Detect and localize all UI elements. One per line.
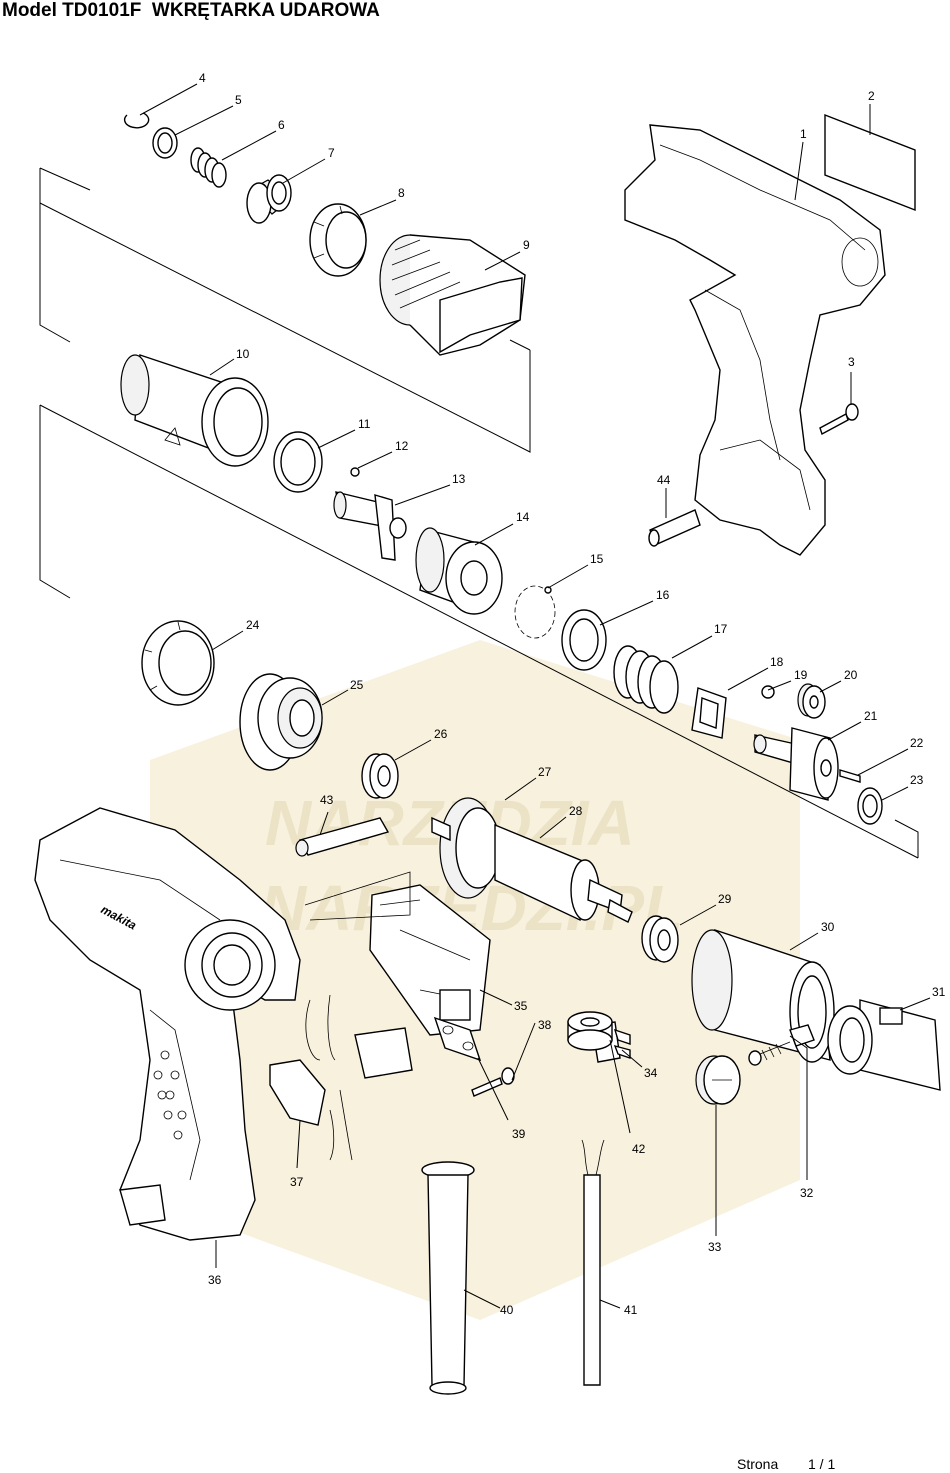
- part-label[interactable]: 44: [657, 473, 671, 487]
- part-label[interactable]: 1: [800, 127, 807, 141]
- part-label[interactable]: 25: [350, 678, 364, 692]
- part-37-drawing[interactable]: [269, 994, 413, 1161]
- part-25-drawing[interactable]: [239, 673, 323, 771]
- part-label[interactable]: 22: [910, 736, 924, 750]
- part-24-drawing[interactable]: [141, 620, 215, 706]
- part-22-drawing[interactable]: [839, 769, 861, 783]
- part-35-drawing[interactable]: [369, 884, 491, 1036]
- part-6-drawing[interactable]: [190, 147, 227, 188]
- part-label[interactable]: 39: [512, 1127, 526, 1141]
- part-5-drawing[interactable]: [152, 127, 178, 159]
- part-label[interactable]: 43: [320, 793, 334, 807]
- part-1-drawing[interactable]: [624, 124, 886, 556]
- part-label[interactable]: 4: [199, 71, 206, 85]
- part-4-drawing[interactable]: [123, 112, 150, 129]
- part-label[interactable]: 23: [910, 773, 924, 787]
- part-19-drawing[interactable]: [761, 685, 775, 699]
- part-17-drawing[interactable]: [613, 645, 679, 714]
- part-38-drawing[interactable]: [471, 1067, 515, 1097]
- part-16-drawing[interactable]: [561, 609, 607, 671]
- part-label[interactable]: 41: [624, 1303, 638, 1317]
- part-27-28-drawing[interactable]: [431, 797, 633, 923]
- part-label[interactable]: 2: [868, 89, 875, 103]
- part-39-drawing[interactable]: [433, 1016, 482, 1062]
- part-18-drawing[interactable]: [691, 687, 727, 739]
- part-7-drawing[interactable]: [246, 174, 292, 224]
- footer-page-label: Strona: [737, 1456, 779, 1472]
- part-label[interactable]: 12: [395, 439, 409, 453]
- part-label[interactable]: 18: [770, 655, 784, 669]
- part-29-drawing[interactable]: [641, 915, 679, 963]
- part-label[interactable]: 31: [932, 985, 946, 999]
- part-label[interactable]: 42: [632, 1142, 646, 1156]
- part-26-drawing[interactable]: [361, 753, 399, 799]
- part-label[interactable]: 21: [864, 709, 878, 723]
- part-9-drawing[interactable]: [379, 234, 526, 356]
- part-label[interactable]: 15: [590, 552, 604, 566]
- part-label[interactable]: 14: [516, 510, 530, 524]
- part-label[interactable]: 29: [718, 892, 732, 906]
- part-label[interactable]: 6: [278, 118, 285, 132]
- part-3-drawing[interactable]: [819, 403, 859, 436]
- part-label[interactable]: 3: [848, 355, 855, 369]
- part-label[interactable]: 34: [644, 1066, 658, 1080]
- part-label[interactable]: 28: [569, 804, 583, 818]
- part-15-drawing[interactable]: [514, 585, 556, 639]
- part-label[interactable]: 40: [500, 1303, 514, 1317]
- part-label[interactable]: 36: [208, 1273, 222, 1287]
- part-label[interactable]: 32: [800, 1186, 814, 1200]
- part-label[interactable]: 19: [794, 668, 808, 682]
- part-number-labels: 1 2 3 4 5 6 7 8 9 10 11 12 13 14 15 16 1…: [199, 71, 946, 1317]
- part-label[interactable]: 27: [538, 765, 552, 779]
- part-44-drawing[interactable]: [648, 509, 701, 547]
- part-11-drawing[interactable]: [273, 431, 323, 493]
- part-label[interactable]: 10: [236, 347, 250, 361]
- footer-page-number: 1 / 1: [808, 1456, 836, 1472]
- part-label[interactable]: 16: [656, 588, 670, 602]
- part-label[interactable]: 30: [821, 920, 835, 934]
- part-41-drawing[interactable]: [581, 1139, 605, 1386]
- part-21-drawing[interactable]: [753, 727, 839, 801]
- part-label[interactable]: 35: [514, 999, 528, 1013]
- page-title: Model TD0101F WKRĘTARKA UDAROWA: [2, 0, 380, 21]
- part-40-drawing[interactable]: [421, 1161, 475, 1395]
- part-42-drawing[interactable]: [567, 1011, 613, 1051]
- part-2-drawing[interactable]: [824, 113, 916, 212]
- part-label[interactable]: 9: [523, 238, 530, 252]
- part-43-drawing[interactable]: [295, 817, 411, 921]
- part-label[interactable]: 33: [708, 1240, 722, 1254]
- part-label[interactable]: 38: [538, 1018, 552, 1032]
- part-label[interactable]: 8: [398, 186, 405, 200]
- part-13-drawing[interactable]: [333, 491, 407, 561]
- part-31-drawing[interactable]: [827, 999, 941, 1091]
- part-label[interactable]: 11: [358, 417, 371, 431]
- part-14-drawing[interactable]: [415, 527, 503, 615]
- part-label[interactable]: 20: [844, 668, 858, 682]
- leader-lines: [139, 83, 931, 1309]
- part-label[interactable]: 37: [290, 1175, 304, 1189]
- part-12-drawing[interactable]: [350, 467, 360, 477]
- part-label[interactable]: 24: [246, 618, 260, 632]
- part-33-drawing[interactable]: [695, 1055, 741, 1105]
- part-8-drawing[interactable]: [309, 203, 367, 277]
- part-36-drawing[interactable]: makita: [34, 807, 301, 1241]
- part-23-drawing[interactable]: [857, 787, 883, 825]
- part-20-drawing[interactable]: [797, 683, 826, 719]
- group-frames: [39, 167, 919, 859]
- part-label[interactable]: 13: [452, 472, 466, 486]
- part-label[interactable]: 7: [328, 146, 335, 160]
- part-10-drawing[interactable]: [120, 354, 269, 467]
- part-label[interactable]: 5: [235, 93, 242, 107]
- part-label[interactable]: 26: [434, 727, 448, 741]
- part-label[interactable]: 17: [714, 622, 728, 636]
